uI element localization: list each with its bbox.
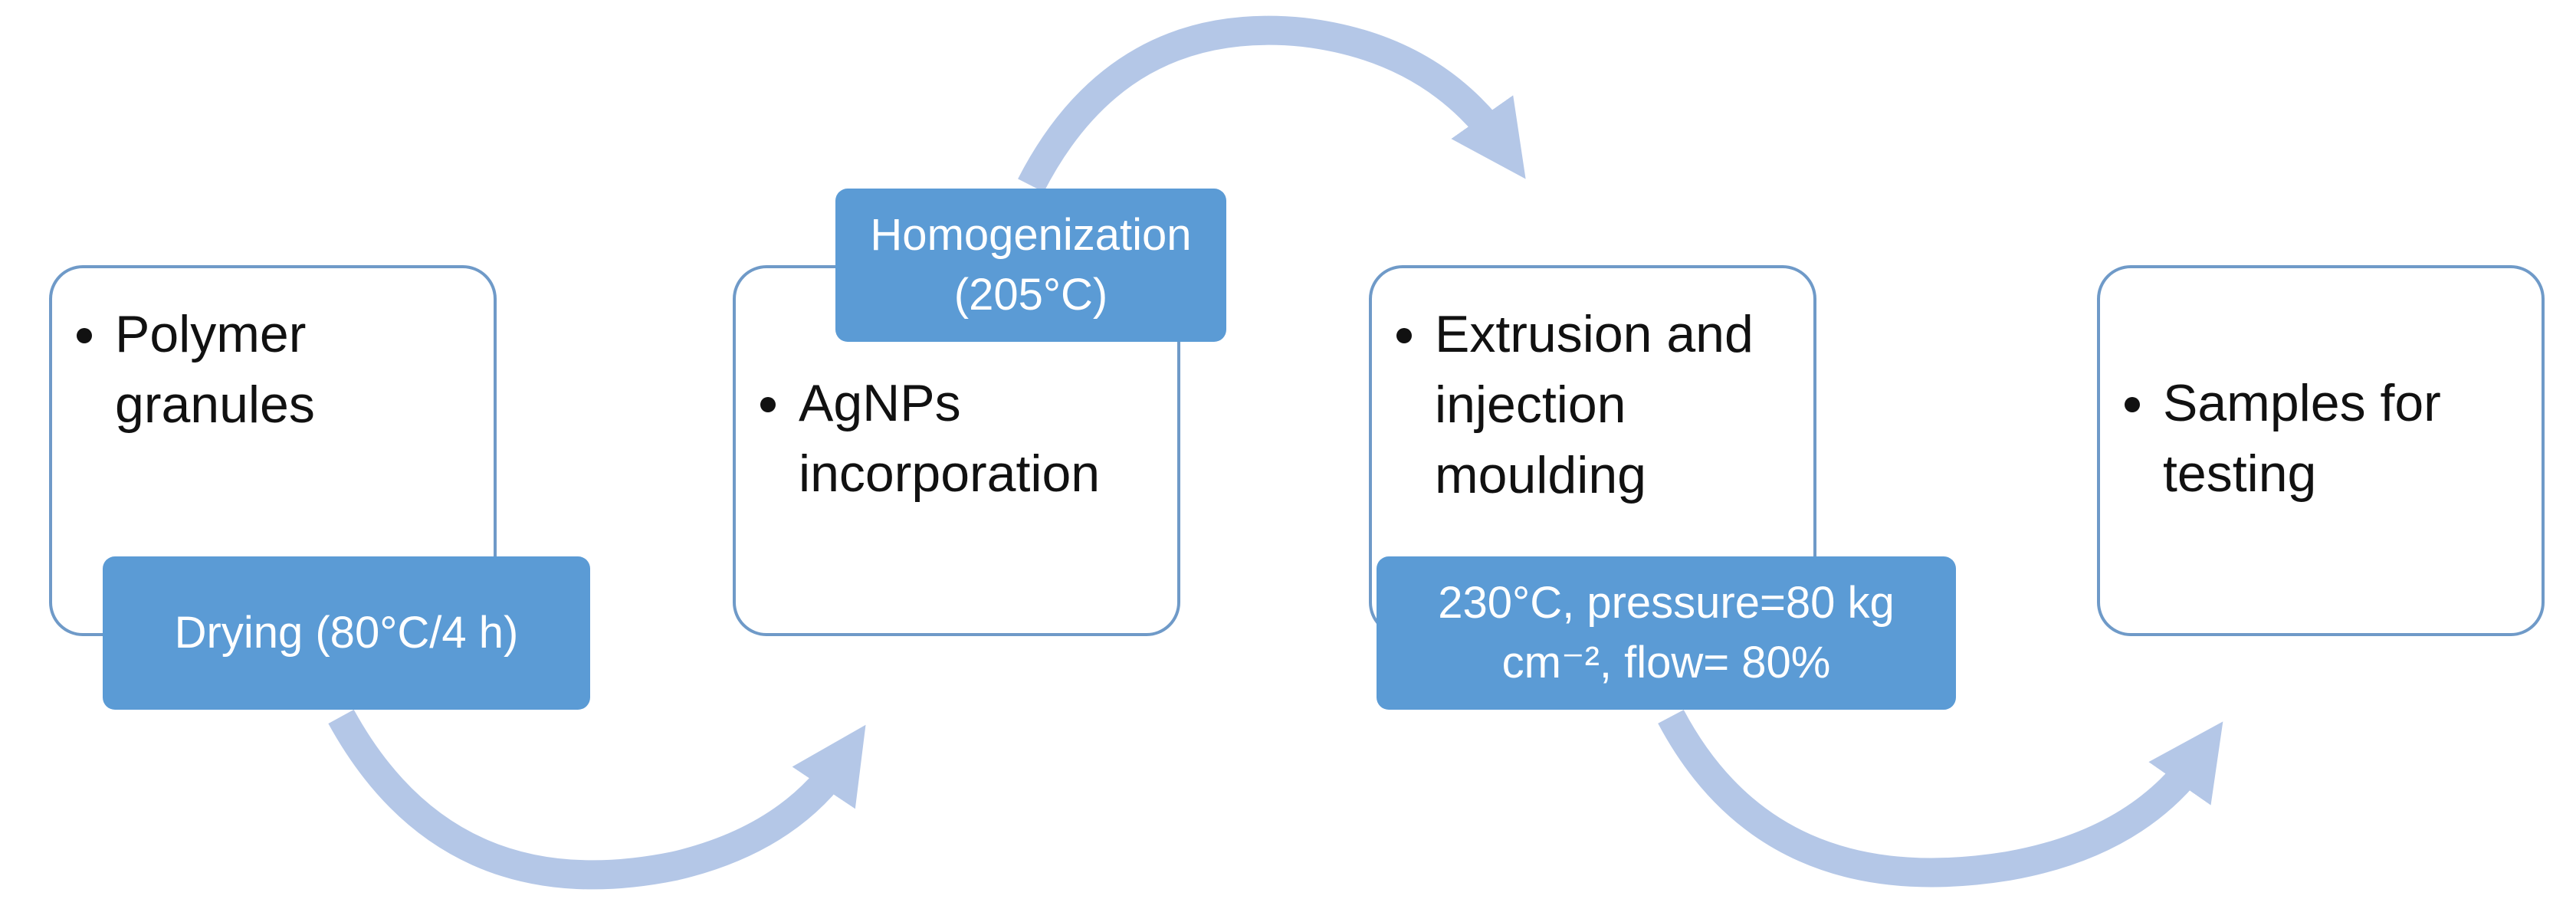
process-label-drying: Drying (80°C/4 h): [103, 556, 590, 710]
arrow-step1-to-step2: [328, 709, 866, 890]
step-text: Extrusion and injection moulding: [1387, 299, 1816, 510]
arrow-step3-to-step4: [1658, 710, 2223, 888]
process-label-extrusion-conditions: 230°C, pressure=80 kg cm⁻², flow= 80%: [1377, 556, 1956, 710]
step-text: AgNPs incorporation: [751, 368, 1180, 509]
arrow-step2-to-step3: [1018, 15, 1526, 192]
step-box-samples-for-testing: Samples for testing: [2097, 265, 2545, 636]
label-line-2: (205°C): [953, 270, 1108, 320]
label-line-1: Homogenization: [870, 210, 1192, 260]
step-bullet-list: Extrusion and injection moulding: [1387, 299, 1816, 510]
step-bullet-list: AgNPs incorporation: [751, 368, 1180, 509]
step-bullet-list: Polymer granules: [67, 299, 481, 440]
label-line-2: cm⁻², flow= 80%: [1501, 638, 1831, 687]
label-line-1: 230°C, pressure=80 kg: [1438, 578, 1895, 628]
step-text: Polymer granules: [67, 299, 481, 440]
process-label-homogenization: Homogenization (205°C): [835, 189, 1226, 342]
label-line-1: Drying (80°C/4 h): [174, 608, 519, 658]
step-box-polymer-granules: Polymer granules: [49, 265, 497, 636]
step-text: Samples for testing: [2115, 368, 2545, 509]
step-bullet-list: Samples for testing: [2115, 368, 2545, 509]
